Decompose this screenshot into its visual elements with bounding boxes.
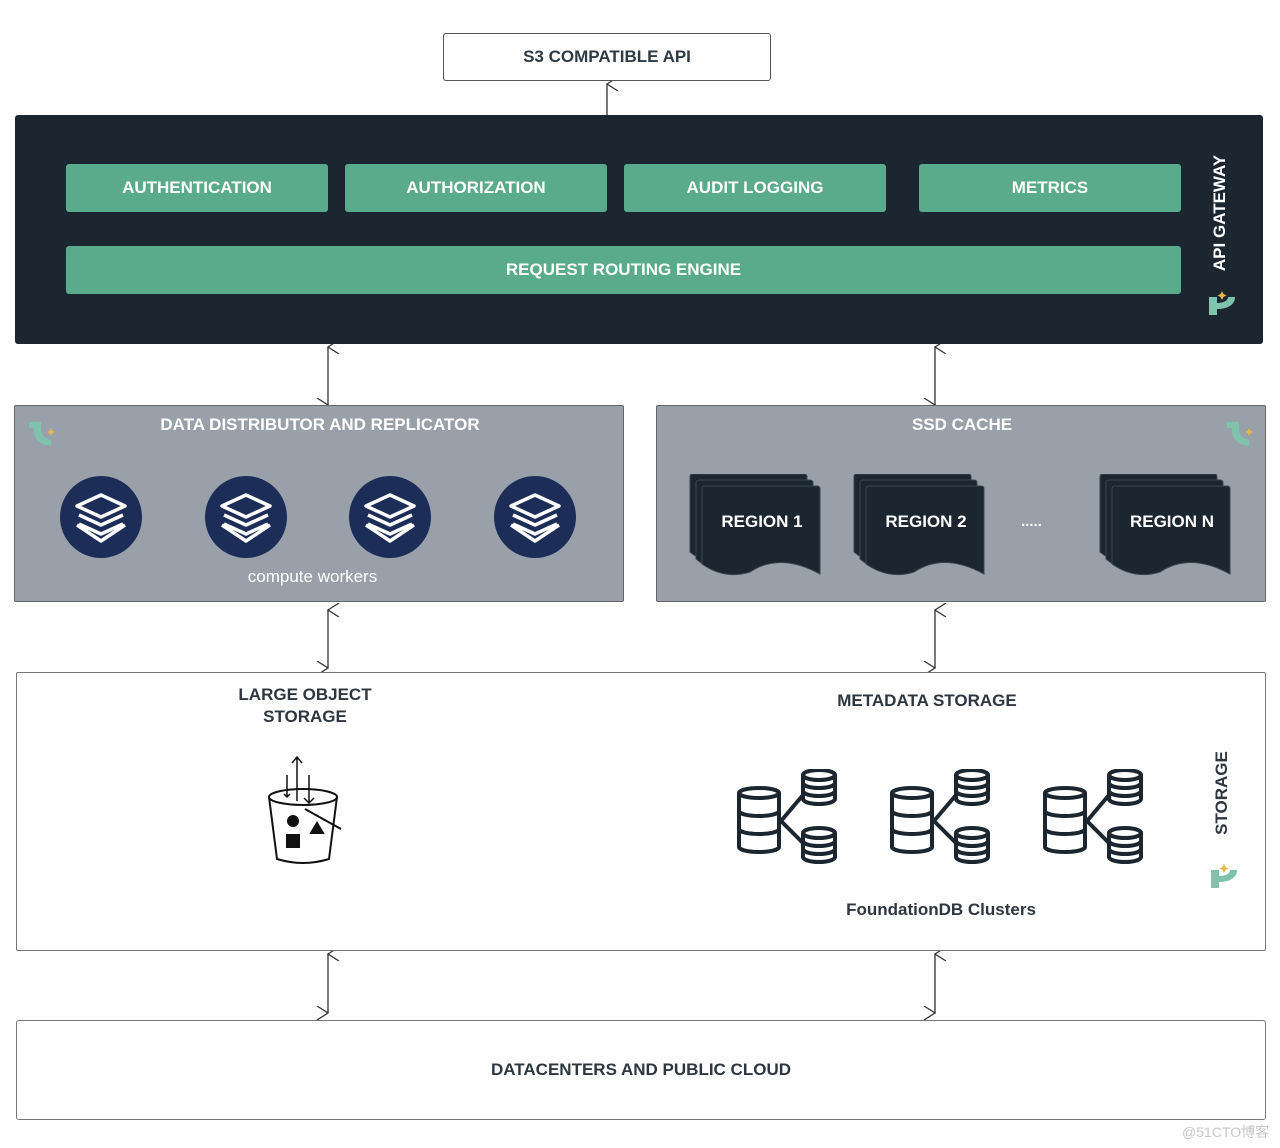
distributor-title: DATA DISTRIBUTOR AND REPLICATOR (160, 415, 480, 434)
database-cluster-icon (737, 769, 837, 864)
s3-api-box: S3 COMPATIBLE API (443, 33, 771, 81)
region-label: REGION 1 (721, 512, 803, 531)
module-metrics: METRICS (919, 164, 1181, 212)
api-gateway-label: API GATEWAY (1210, 154, 1229, 272)
document-stack-icon (1099, 473, 1231, 576)
logo-icon (1211, 864, 1237, 888)
metadata-storage-title: METADATA STORAGE (837, 691, 1017, 710)
logo-icon (1227, 422, 1253, 446)
module-authorization: AUTHORIZATION (345, 164, 607, 212)
compute-worker-icon (349, 476, 431, 558)
title-line: STORAGE (263, 707, 347, 726)
data-distributor-panel: DATA DISTRIBUTOR AND REPLICATOR compute … (14, 405, 624, 602)
document-stack-icon (853, 473, 985, 576)
request-routing-engine: REQUEST ROUTING ENGINE (66, 246, 1181, 294)
region-label: REGION N (1129, 512, 1215, 531)
compute-worker-icon (204, 476, 287, 558)
region-2: REGION 2 (853, 473, 988, 579)
compute-worker-icon (493, 476, 576, 558)
database-cluster-icon (1043, 769, 1143, 864)
storage-label: STORAGE (1212, 751, 1231, 835)
datacenters-label: DATACENTERS AND PUBLIC CLOUD (490, 1060, 791, 1079)
module-audit-logging: AUDIT LOGGING (624, 164, 886, 212)
region-n: REGION N (1099, 473, 1234, 579)
large-object-storage-title: LARGE OBJECT STORAGE (205, 684, 405, 728)
s3-api-label: S3 COMPATIBLE API (523, 47, 691, 66)
logo-icon (1209, 291, 1235, 315)
bucket-icon (268, 755, 342, 864)
title-line: LARGE OBJECT (238, 685, 372, 704)
document-stack-icon (689, 473, 821, 576)
compute-workers-caption: compute workers (247, 567, 378, 586)
regions-ellipsis: ..... (1021, 513, 1042, 530)
module-authentication: AUTHENTICATION (66, 164, 328, 212)
api-gateway-panel: AUTHENTICATION AUTHORIZATION AUDIT LOGGI… (15, 115, 1263, 344)
database-cluster-icon (890, 769, 990, 864)
foundationdb-caption: FoundationDB Clusters (846, 900, 1036, 919)
datacenters-box: DATACENTERS AND PUBLIC CLOUD (16, 1020, 1266, 1120)
region-1: REGION 1 (689, 473, 824, 579)
ssd-cache-panel: SSD CACHE REGION 1 REGION 2 ..... REGION… (656, 405, 1266, 602)
compute-worker-icon (60, 476, 142, 558)
region-label: REGION 2 (885, 512, 967, 531)
logo-icon (29, 422, 55, 446)
watermark: @51CTO博客 (1182, 1124, 1270, 1140)
ssd-cache-title: SSD CACHE (911, 415, 1013, 434)
storage-panel: LARGE OBJECT STORAGE METADATA STORAGE Fou… (16, 672, 1266, 951)
